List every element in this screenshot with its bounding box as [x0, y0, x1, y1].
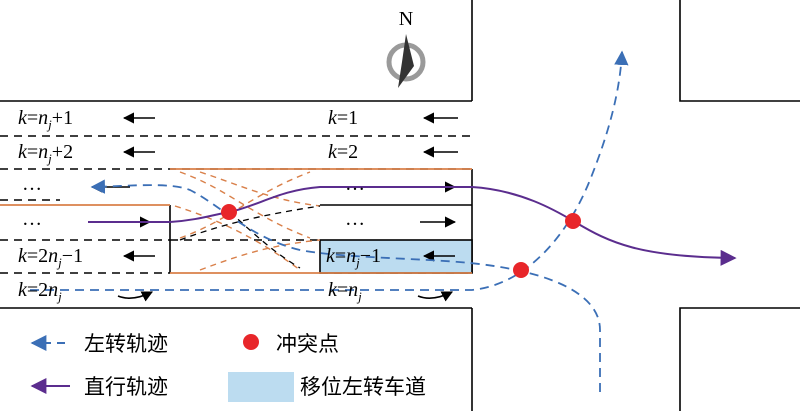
compass-label: N: [399, 8, 413, 30]
ellipsis-label: …: [345, 208, 365, 230]
lane-label-east-4: k=nj: [328, 279, 362, 304]
lane-label-west-1: k=nj+1: [18, 107, 73, 132]
conflict-point: [565, 213, 581, 229]
lane-label-east-3: k=nj−1: [326, 245, 381, 270]
black-transition-dashes: [179, 205, 321, 269]
ellipsis-label: …: [22, 173, 42, 195]
conflict-points: [221, 204, 581, 278]
legend-left-turn: 左转轨迹: [84, 332, 168, 356]
lane-label-east-1: k=1: [328, 107, 358, 129]
legend-straight: 直行轨迹: [84, 375, 168, 399]
lane-label-west-4: k=2nj: [18, 279, 62, 304]
median-lines: [0, 168, 472, 274]
legend-shifted-lane: 移位左转车道: [300, 375, 426, 399]
lane-label-west-3: k=2nj−1: [18, 245, 83, 270]
left-turn-trajectories: [30, 50, 629, 392]
lane-label-east-2: k=2: [328, 141, 358, 163]
conflict-point: [513, 262, 529, 278]
legend-conflict-point: 冲突点: [276, 332, 339, 356]
west-lane-labels: k=nj+1 k=nj+2 … … k=2nj−1 k=2nj: [18, 107, 83, 304]
legend: 左转轨迹 冲突点 直行轨迹 移位左转车道: [30, 332, 426, 402]
east-lane-labels: k=1 k=2 … … k=nj−1 k=nj: [326, 107, 381, 304]
lane-label-west-2: k=nj+2: [18, 141, 73, 166]
ellipsis-label: …: [22, 208, 42, 230]
compass-icon: N: [386, 8, 426, 88]
transition-dashes: [174, 171, 321, 271]
ellipsis-label: …: [345, 173, 365, 195]
conflict-point: [221, 204, 237, 220]
